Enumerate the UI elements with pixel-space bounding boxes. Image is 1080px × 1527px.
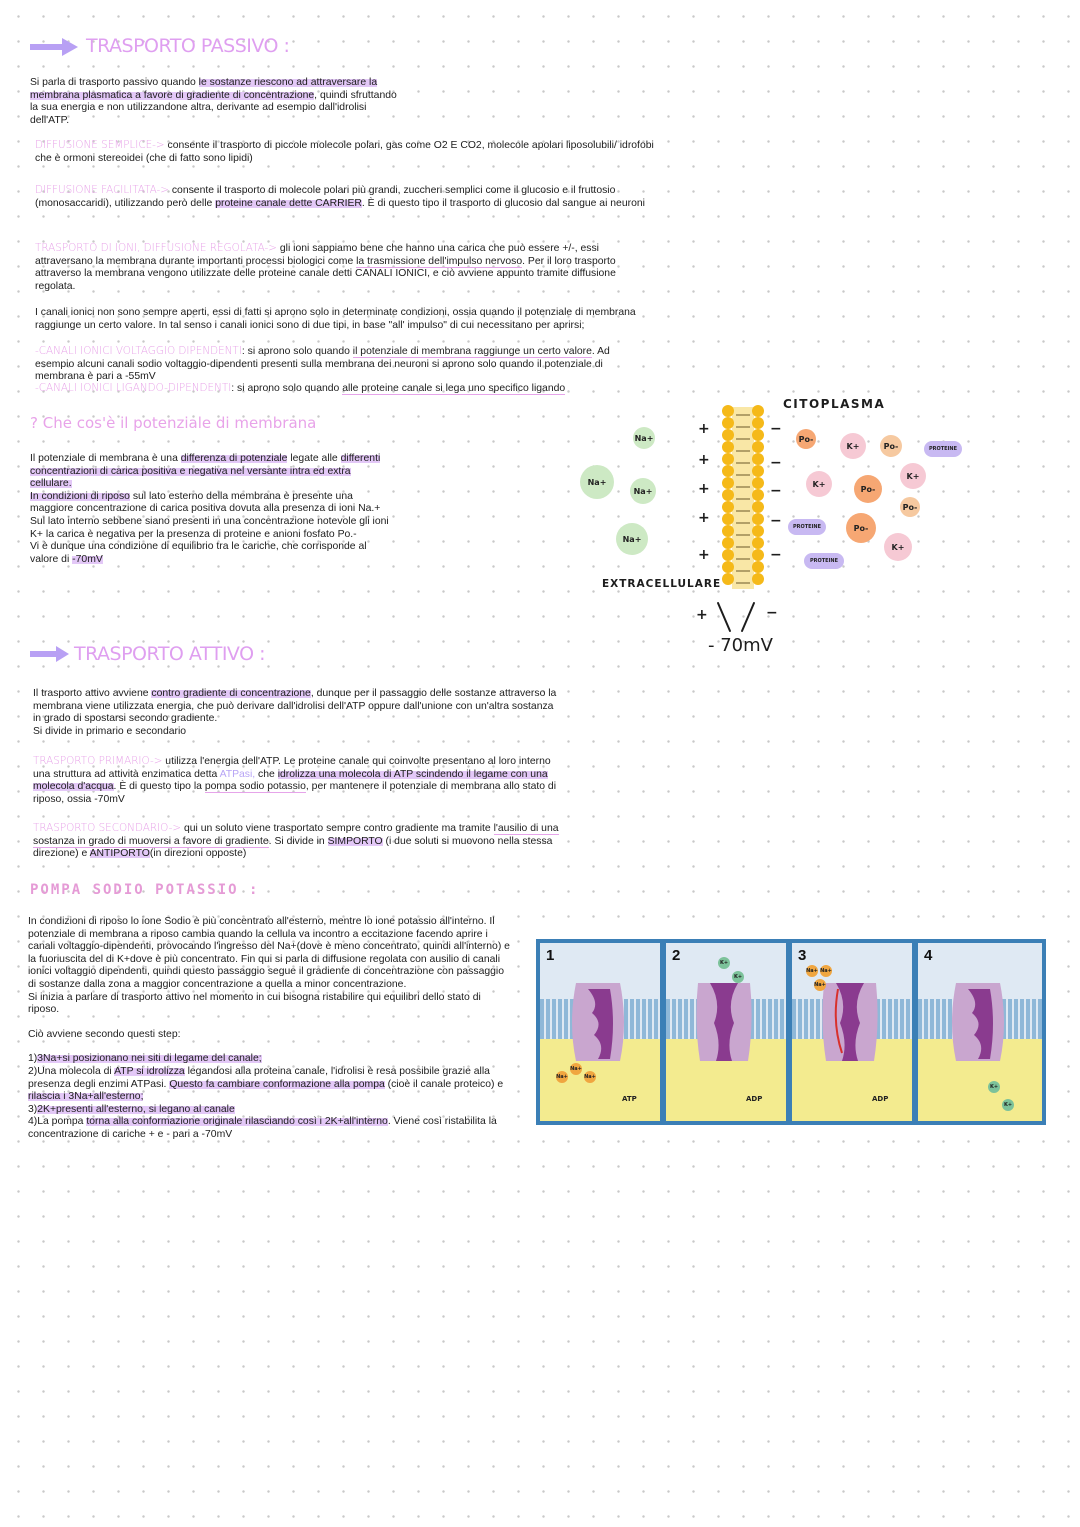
cytoplasm-label: CITOPLASMA <box>783 397 886 411</box>
pump-panel: 2 K+ K+ ADP <box>666 943 786 1121</box>
panel-number: 3 <box>798 947 807 964</box>
potassium-ion: K+ <box>884 533 912 561</box>
minus-sign: − <box>770 513 782 529</box>
minus-sign: − <box>770 547 782 563</box>
panel-number: 1 <box>546 947 555 964</box>
plus-sign: + <box>698 547 710 563</box>
adp-label: ADP <box>746 1095 763 1103</box>
passive-intro: Si parla di trasporto passivo quando le … <box>30 77 397 126</box>
primary-transport: TRASPORTO PRIMARIO-> utilizza l'energia … <box>33 755 556 805</box>
plus-sign: + <box>698 481 710 497</box>
lipid-bilayer <box>722 405 764 589</box>
ion-channels-text: I canali ionici non sono sempre aperti, … <box>35 307 636 331</box>
section-title-active: TRASPORTO ATTIVO : <box>74 643 266 665</box>
minus-sign: − <box>770 483 782 499</box>
active-intro: Il trasporto attivo avviene contro gradi… <box>33 688 557 737</box>
protein: PROTEINE <box>804 553 844 569</box>
potential-text: Il potenziale di membrana è una differen… <box>30 453 389 565</box>
phosphate-ion: Po- <box>900 497 920 517</box>
section-arrow-icon <box>30 646 70 667</box>
panel-number: 2 <box>672 947 681 964</box>
sodium-ion: Na+ <box>814 979 826 991</box>
sodium-ion: Na+ <box>633 427 655 449</box>
phosphate-ion: Po- <box>846 513 876 543</box>
plus-sign: + <box>698 510 710 526</box>
pump-protein-icon <box>572 983 624 1061</box>
simple-diffusion: DIFFUSIONE SEMPLICE-> consente il traspo… <box>35 139 654 164</box>
secondary-transport: TRASPORTO SECONDARIO-> qui un soluto vie… <box>33 822 559 860</box>
plus-sign: + <box>698 421 710 437</box>
facilitated-diffusion: DIFFUSIONE FACILITATA-> consente il tras… <box>35 184 645 209</box>
sodium-potassium-pump-figure: 1 Na+ Na+ Na+ ATP 2 K+ K+ ADP 3 Na+ Na+ … <box>536 939 1046 1125</box>
sodium-ion: Na+ <box>630 478 656 504</box>
section-arrow-icon <box>30 38 80 61</box>
potassium-ion: K+ <box>840 433 866 459</box>
atp-label: ATP <box>622 1095 637 1103</box>
sodium-ion: Na+ <box>806 965 818 977</box>
plus-sign: + <box>698 452 710 468</box>
panel-number: 4 <box>924 947 933 964</box>
sodium-ion: Na+ <box>570 1063 582 1075</box>
potential-marker-icon <box>717 602 755 632</box>
minus-sign: − <box>766 605 778 621</box>
extracellular-label: EXTRACELLULARE <box>602 578 722 590</box>
protein: PROTEINE <box>924 441 962 457</box>
pump-panel: 1 Na+ Na+ Na+ ATP <box>540 943 660 1121</box>
potassium-ion: K+ <box>806 471 832 497</box>
potassium-ion: K+ <box>718 957 730 969</box>
potential-title: ? Che cos'è il potenziale di membrana <box>30 414 317 432</box>
potassium-ion: K+ <box>900 463 926 489</box>
section-title-pump: POMPA SODIO POTASSIO : <box>30 882 260 898</box>
potassium-ion: K+ <box>988 1081 1000 1093</box>
potassium-ion: K+ <box>732 971 744 983</box>
resting-potential-value: - 70mV <box>708 635 773 656</box>
voltage-channels: -CANALI IONICI VOLTAGGIO DIPENDENTI: si … <box>35 345 610 383</box>
pump-text: In condizioni di riposo lo ione Sodio è … <box>28 916 510 1140</box>
ion-transport: TRASPORTO DI IONI, DIFFUSIONE REGOLATA->… <box>35 242 616 292</box>
pump-protein-icon <box>822 983 878 1061</box>
adp-label: ADP <box>872 1095 889 1103</box>
pump-protein-icon <box>696 983 752 1061</box>
sodium-ion: Na+ <box>584 1071 596 1083</box>
membrane-potential-diagram: CITOPLASMA EXTRACELLULARE + + + + + − − … <box>578 395 978 665</box>
phosphate-ion: Po- <box>880 435 902 457</box>
phosphate-ion: Po- <box>854 475 882 503</box>
pump-panel: 3 Na+ Na+ Na+ ADP <box>792 943 912 1121</box>
protein: PROTEINE <box>788 519 826 535</box>
sodium-ion: Na+ <box>820 965 832 977</box>
minus-sign: − <box>770 421 782 437</box>
plus-sign: + <box>696 607 708 623</box>
sodium-ion: Na+ <box>580 465 614 499</box>
ligand-channels: -CANALI IONICI LIGANDO-DIPENDENTI: si ap… <box>35 382 566 395</box>
phosphate-ion: Po- <box>796 429 816 449</box>
pump-panel: 4 K+ K+ <box>918 943 1042 1121</box>
pump-protein-icon <box>952 983 1004 1061</box>
minus-sign: − <box>770 455 782 471</box>
sodium-ion: Na+ <box>616 523 648 555</box>
sodium-ion: Na+ <box>556 1071 568 1083</box>
section-title-passive: TRASPORTO PASSIVO : <box>86 35 290 57</box>
potassium-ion: K+ <box>1002 1099 1014 1111</box>
